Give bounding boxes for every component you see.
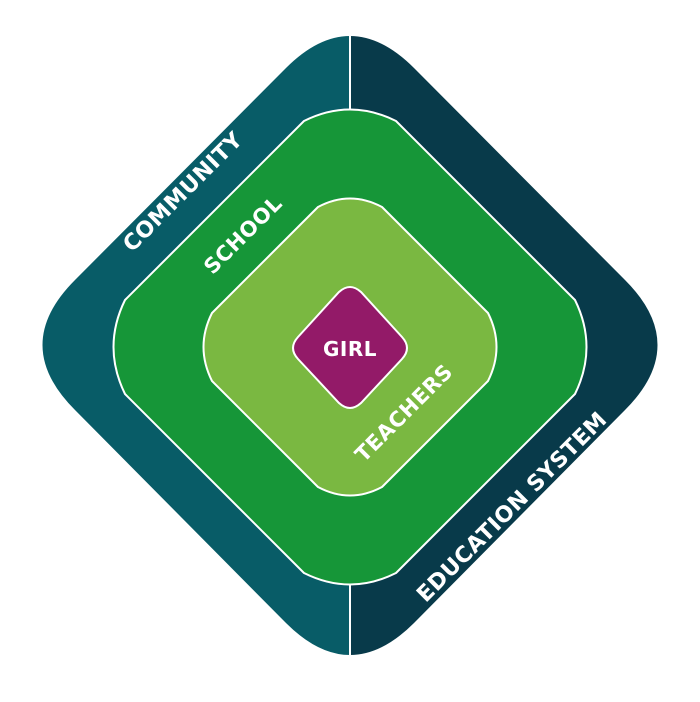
girl-label: GIRL	[323, 337, 377, 361]
girl-core	[292, 286, 408, 409]
